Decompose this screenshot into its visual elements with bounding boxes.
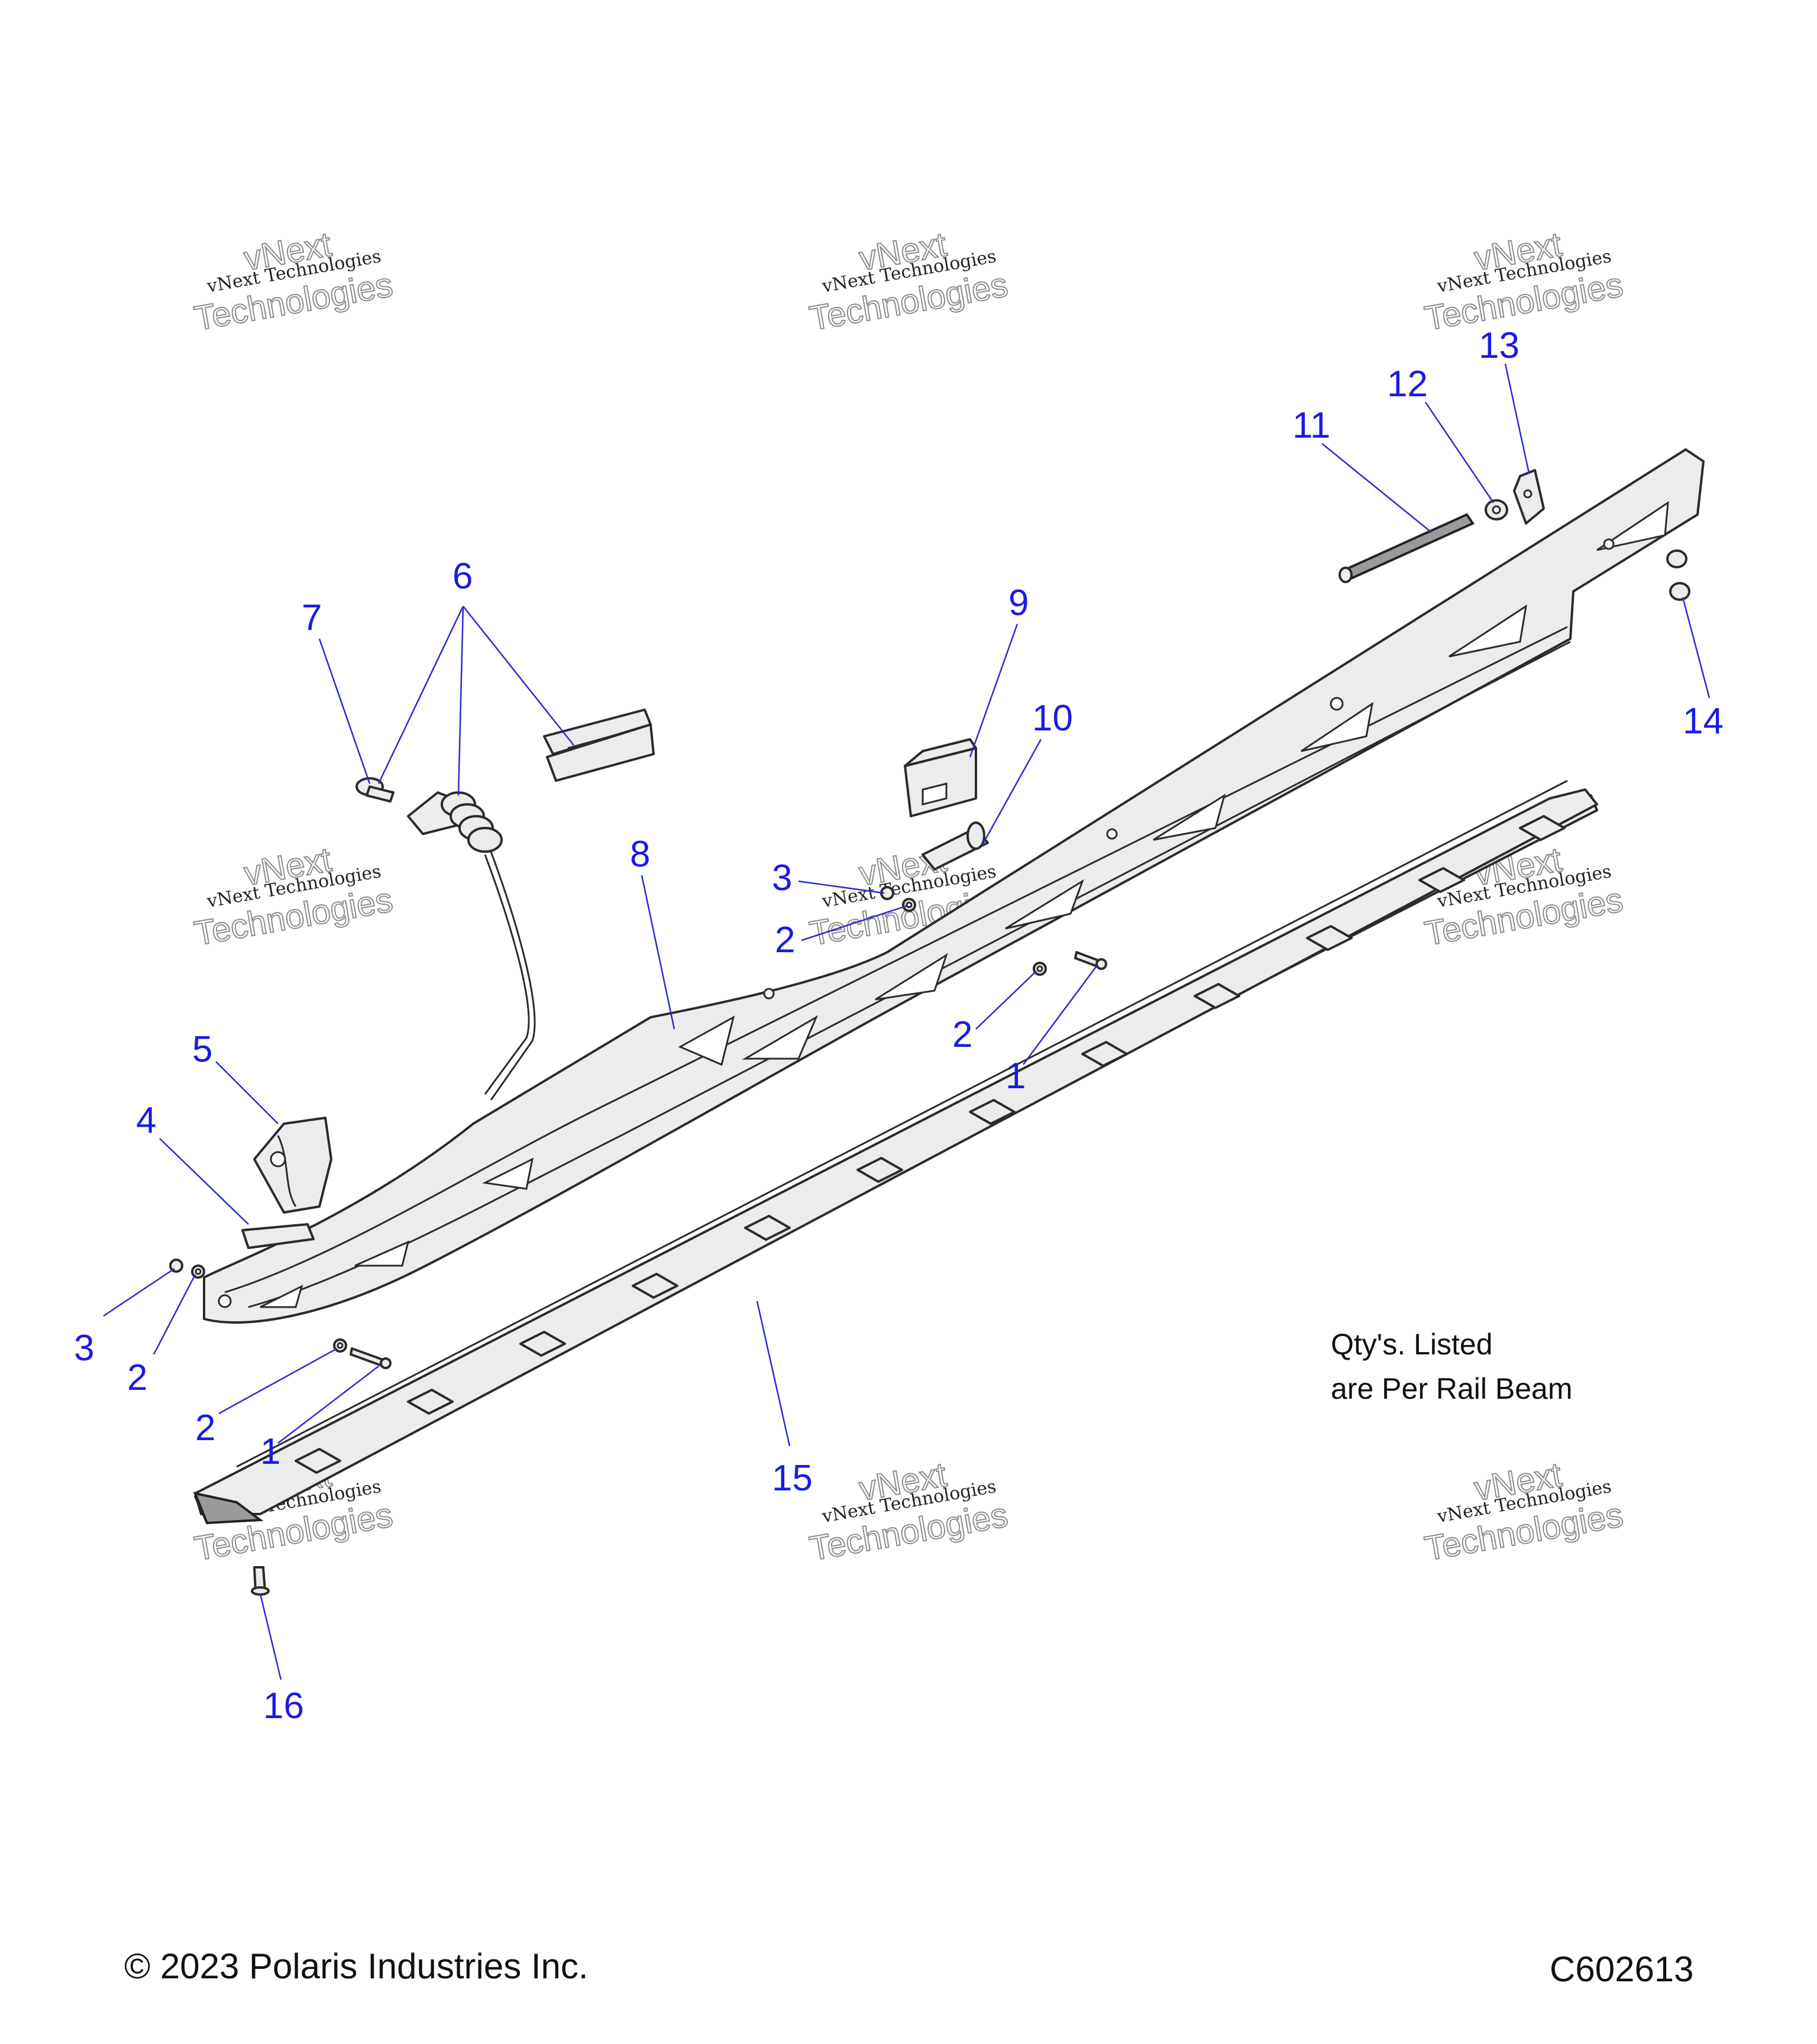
part-9-block	[904, 738, 977, 817]
part-10-slider	[922, 822, 989, 871]
part-1-bolt-upper	[1074, 951, 1107, 970]
part-12-nut	[1485, 499, 1508, 520]
part-13-bracket	[1513, 469, 1545, 525]
note-line-2: are Per Rail Beam	[1331, 1372, 1573, 1405]
part-16-rivet	[251, 1566, 270, 1596]
callout-10: 10	[1032, 698, 1073, 739]
callout-15: 15	[772, 1458, 813, 1499]
part-11-threaded-rod	[1338, 513, 1475, 583]
callout-13: 13	[1479, 325, 1519, 366]
watermark-bottom-right: vNext vNext Technologies Technologies	[1421, 1455, 1627, 1569]
part-5-bumper	[253, 1117, 332, 1214]
part-8-rail-beam	[203, 448, 1705, 1324]
part-2-washer-mid	[902, 898, 916, 912]
watermark-top-left: vNext vNext Technologies Technologies	[191, 225, 396, 339]
coil-spring	[441, 791, 503, 853]
note-line-1: Qty's. Listed	[1331, 1328, 1493, 1361]
callout-1-upper: 1	[1006, 1056, 1026, 1097]
part-6-spring-assembly	[407, 709, 655, 1101]
callout-numbers: 7 6 8 9 10 3 2 2 1 11 12 13 14 5 4 3 2 2…	[74, 325, 1724, 1726]
part-1-bolt-lower	[350, 1347, 392, 1369]
callout-11: 11	[1292, 405, 1330, 446]
callout-2-left: 2	[127, 1357, 147, 1398]
watermark-bottom-center: vNext vNext Technologies Technologies	[806, 1455, 1011, 1569]
watermark-top-right: vNext vNext Technologies Technologies	[1421, 225, 1627, 339]
part-14-plugs	[1666, 549, 1690, 601]
watermark-top-center: vNext vNext Technologies Technologies	[806, 225, 1011, 339]
callout-1-lower: 1	[260, 1431, 280, 1472]
part-2-washer-upper	[1033, 962, 1047, 976]
callout-5: 5	[192, 1029, 212, 1070]
callout-2-mid: 2	[775, 920, 795, 960]
part-4-clip	[241, 1223, 315, 1249]
watermark-mid-left: vNext vNext Technologies Technologies	[191, 840, 396, 954]
callout-7: 7	[302, 597, 322, 638]
diagram-code: C602613	[1550, 1949, 1694, 1989]
leader-lines	[103, 363, 1711, 1680]
callout-2-upper: 2	[952, 1014, 972, 1055]
callout-8: 8	[630, 834, 650, 875]
callout-2-lower: 2	[195, 1408, 215, 1448]
copyright-text: © 2023 Polaris Industries Inc.	[124, 1946, 589, 1986]
callout-3-mid: 3	[772, 858, 792, 898]
callout-12: 12	[1387, 364, 1428, 405]
callout-16: 16	[263, 1686, 304, 1726]
part-7-bolt	[355, 777, 395, 803]
callout-14: 14	[1683, 701, 1724, 742]
callout-9: 9	[1008, 583, 1029, 623]
quantity-note: Qty's. Listed are Per Rail Beam	[1331, 1328, 1573, 1405]
callout-4: 4	[136, 1100, 156, 1141]
part-15-slide-strip	[193, 780, 1598, 1525]
callout-6: 6	[452, 556, 473, 597]
callout-3-left: 3	[74, 1328, 94, 1369]
